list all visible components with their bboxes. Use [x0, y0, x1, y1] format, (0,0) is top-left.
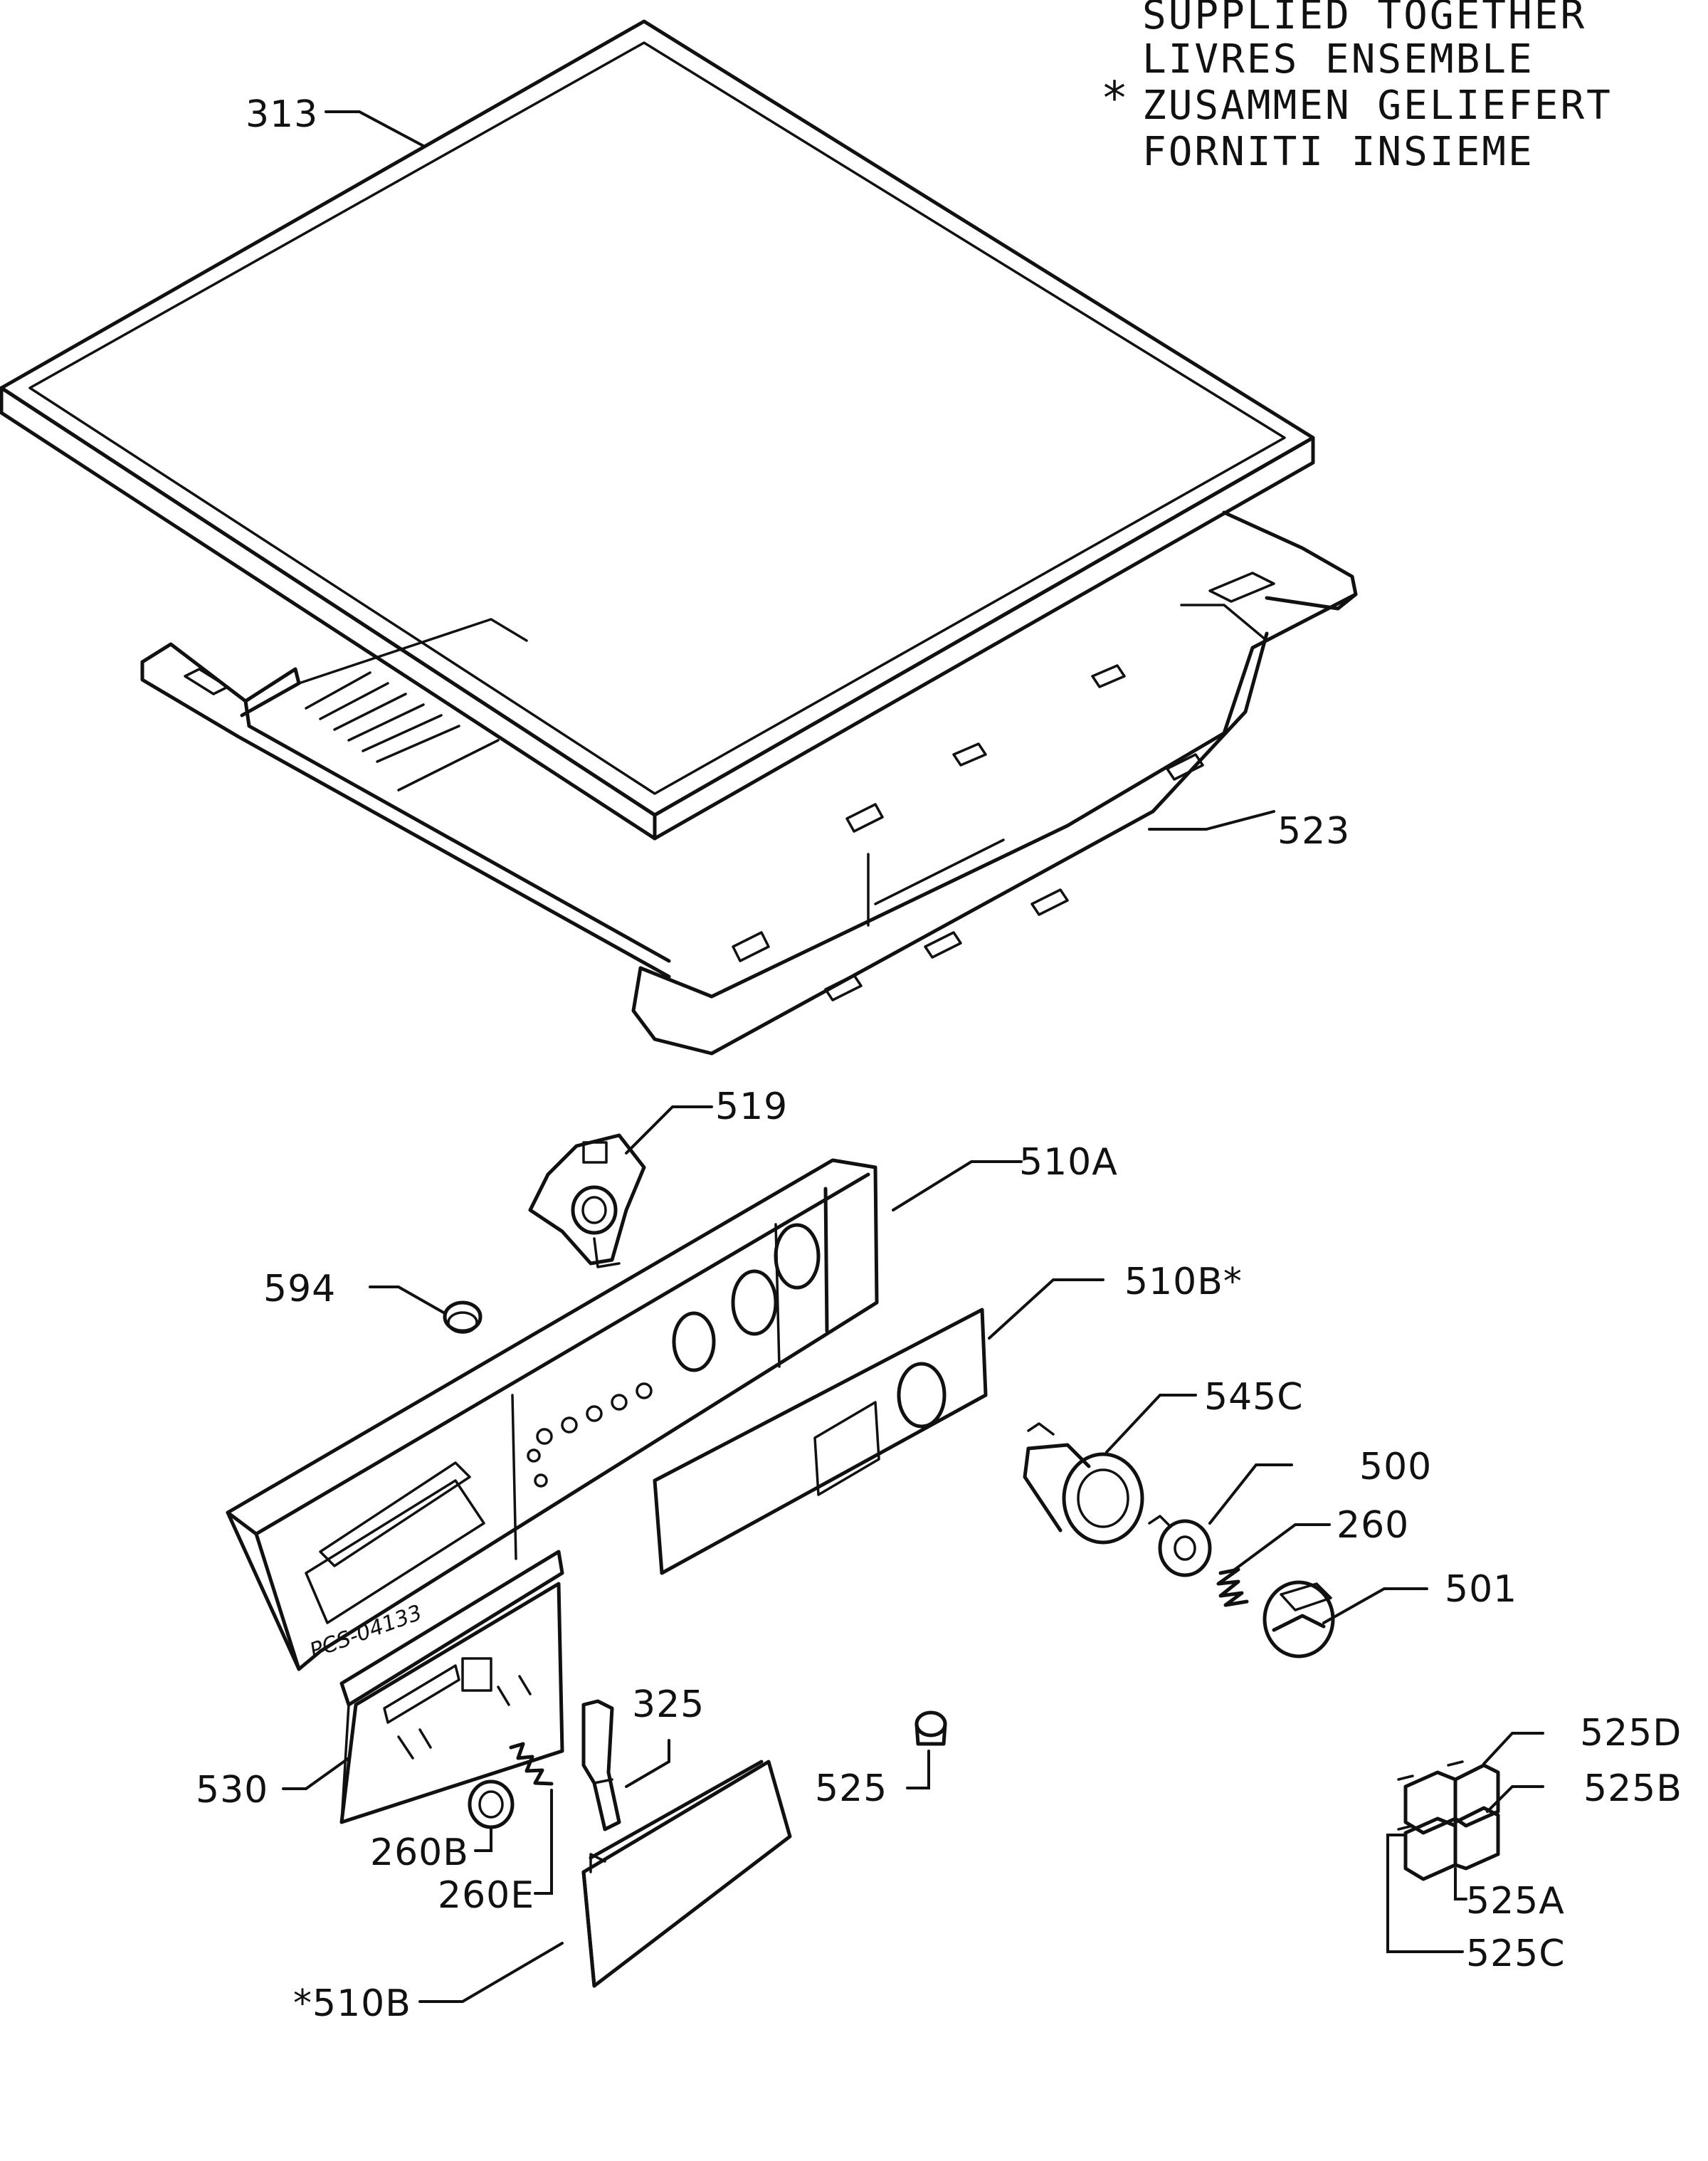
label-594: 594 [263, 1268, 336, 1310]
supplied-together-note: SUPPLIED TOGETHER LIVRES ENSEMBLE * ZUSA… [1103, 0, 1613, 175]
indicator-holes [527, 1382, 653, 1488]
part-525-plug [914, 1710, 947, 1746]
part-594-cap [443, 1300, 483, 1334]
part-525-switch-block [1397, 1760, 1500, 1881]
part-313-top-cover [0, 19, 1315, 841]
note-line-4: FORNITI INSIEME [1142, 129, 1534, 175]
label-501: 501 [1445, 1568, 1517, 1611]
label-545C: 545C [1204, 1376, 1304, 1419]
part-labels: 313 523 519 510A 594 510B* 545C 500 260 … [196, 93, 1682, 2025]
part-260E-spring [509, 1742, 554, 1786]
part-510B-bezel [653, 1308, 988, 1575]
label-525A: 525A [1466, 1880, 1565, 1923]
label-525: 525 [815, 1767, 887, 1810]
part-325-lever [581, 1699, 621, 1831]
part-545C-knob-housing [1023, 1422, 1144, 1545]
part-530-switch-board [339, 1550, 564, 1824]
label-530: 530 [196, 1769, 268, 1812]
label-523: 523 [1277, 810, 1350, 853]
label-525B: 525B [1583, 1767, 1682, 1810]
label-325: 325 [632, 1683, 705, 1726]
label-525D: 525D [1580, 1712, 1682, 1755]
panel-code-marking: PCS-04133 [307, 1600, 426, 1663]
part-260-spring [1216, 1567, 1249, 1607]
part-500-disc [1148, 1515, 1212, 1577]
note-line-1: SUPPLIED TOGETHER [1142, 0, 1586, 38]
note-line-2: LIVRES ENSEMBLE [1142, 36, 1534, 83]
part-523-frame [140, 510, 1358, 1056]
part-260B-bush [468, 1779, 515, 1829]
label-510B-star: 510B* [1124, 1261, 1243, 1303]
note-asterisk: * [1103, 73, 1126, 125]
part-510B-front-door [581, 1760, 792, 1988]
leader-lines [282, 110, 1544, 2003]
part-519-bracket [528, 1133, 646, 1268]
vent-slots [305, 671, 460, 763]
label-510A: 510A [1019, 1141, 1118, 1184]
label-500: 500 [1359, 1446, 1432, 1488]
label-260B: 260B [370, 1831, 469, 1874]
note-line-3: ZUSAMMEN GELIEFERT [1142, 83, 1613, 129]
label-260: 260 [1337, 1504, 1409, 1547]
label-510B-front: *510B [293, 1982, 411, 2025]
label-260E: 260E [438, 1874, 534, 1917]
part-501-knob [1262, 1580, 1335, 1658]
label-525C: 525C [1466, 1933, 1566, 1975]
label-519: 519 [715, 1085, 788, 1128]
label-313: 313 [246, 93, 318, 136]
